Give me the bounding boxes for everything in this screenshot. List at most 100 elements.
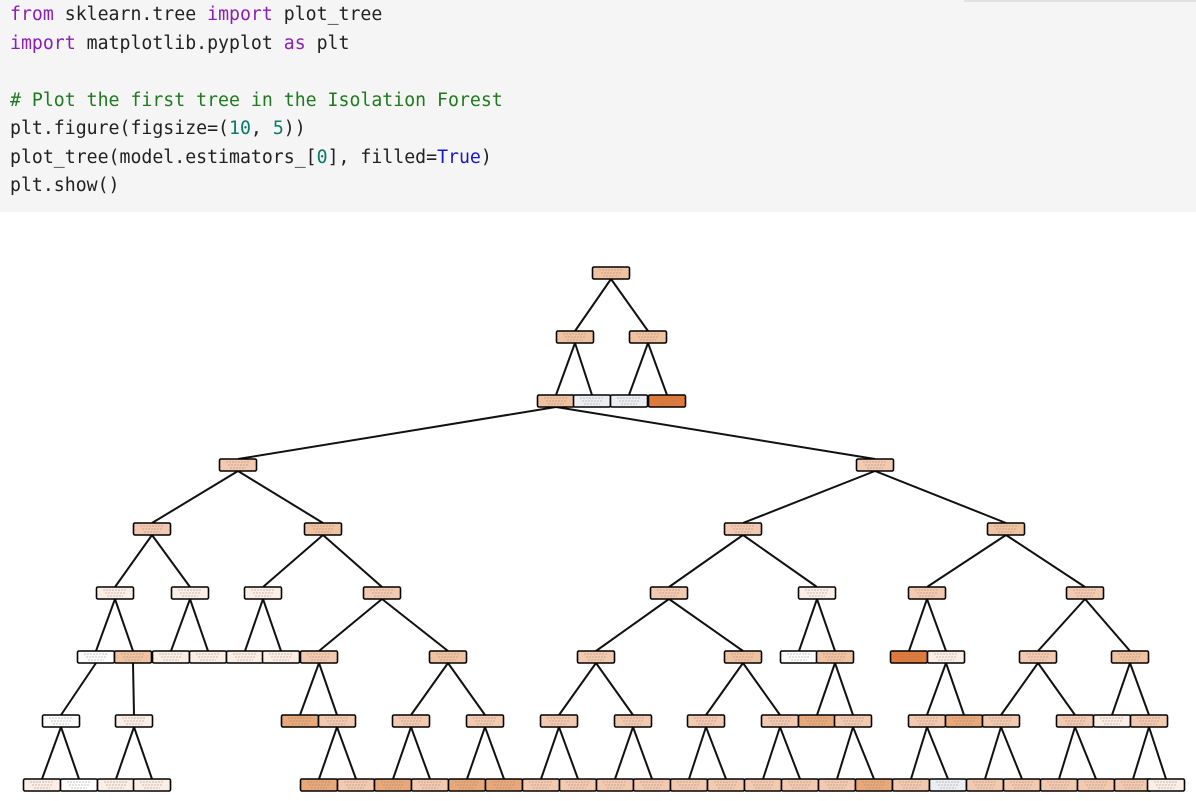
tree-edge [41, 726, 62, 780]
tree-leaf-node [336, 778, 376, 792]
tree-node [649, 586, 689, 600]
tree-leaf-node [59, 778, 99, 792]
tree-node [536, 394, 576, 408]
tree-node [944, 714, 984, 728]
tree-edge [926, 534, 1007, 588]
code-line-1: from sklearn.tree import plot_tree [10, 4, 382, 25]
tree-edge [392, 726, 412, 780]
tree-edge [762, 726, 781, 780]
code-cell[interactable]: from sklearn.tree import plot_tree impor… [0, 0, 1196, 212]
tree-node [760, 714, 800, 728]
tree-node [723, 522, 763, 536]
tree-leaf-node [521, 778, 561, 792]
tree-node [576, 650, 616, 664]
tree-edge [151, 534, 191, 588]
tree-node [465, 714, 505, 728]
tree-node [907, 714, 947, 728]
cell-scrollbar[interactable] [964, 0, 1196, 2]
tree-node [926, 650, 966, 664]
tree-node [907, 586, 947, 600]
tree-edge [742, 662, 781, 716]
tree-leaf-node [132, 778, 172, 792]
tree-edge [742, 470, 876, 524]
tree-edge [555, 342, 576, 396]
tree-edge [705, 662, 744, 716]
code-editor[interactable]: from sklearn.tree import plot_tree impor… [10, 1, 503, 201]
tree-edge [1000, 726, 1023, 780]
tree-leaf-node [1113, 778, 1153, 792]
tree-edge [984, 726, 1002, 780]
tree-edge [1005, 534, 1086, 588]
tree-edge [1037, 662, 1076, 716]
tree-edge [447, 662, 486, 716]
tree-edge [852, 726, 875, 780]
tree-edge [834, 662, 854, 716]
keyword-as: as [283, 32, 306, 54]
tree-edge [574, 278, 612, 332]
tree-leaf-node [447, 778, 487, 792]
tree-node [225, 650, 265, 664]
tree-edge [237, 406, 557, 460]
tree-leaf-node [299, 778, 339, 792]
tree-leaf-node [965, 778, 1005, 792]
tree-edge [484, 726, 505, 780]
tree-edge [614, 726, 634, 780]
tree-node [1055, 714, 1095, 728]
tree-node [609, 394, 649, 408]
code-text: )) [283, 118, 306, 139]
tree-leaf-node [928, 778, 968, 792]
tree-node [555, 330, 595, 344]
tree-edge [816, 662, 836, 716]
number-literal: 10 [229, 118, 251, 139]
tree-edge [1148, 726, 1167, 780]
cell-output [0, 212, 1196, 801]
alias-name: plt [305, 32, 350, 54]
tree-node [986, 522, 1026, 536]
code-line-2: import matplotlib.pyplot as plt [10, 33, 349, 54]
tree-leaf-node [96, 778, 136, 792]
tree-edge [628, 342, 649, 396]
tree-leaf-node [706, 778, 746, 792]
tree-edge [410, 726, 431, 780]
tree-node [113, 650, 153, 664]
tree-edge [189, 598, 209, 652]
code-comment: # Plot the first tree in the Isolation F… [10, 89, 503, 111]
tree-edge [132, 662, 135, 716]
builtin-literal: True [437, 146, 481, 168]
tree-node [243, 586, 283, 600]
tree-leaf-node [558, 778, 598, 792]
tree-leaf-node [632, 778, 672, 792]
tree-edge [95, 598, 116, 652]
tree-node [779, 650, 819, 664]
tree-edge [945, 662, 965, 716]
tree-edge [910, 726, 928, 780]
tree-edge [244, 598, 264, 652]
tree-edge [1000, 662, 1039, 716]
tree-node [855, 458, 895, 472]
tree-node [261, 650, 301, 664]
tree-edge [237, 470, 324, 524]
tree-node [303, 522, 343, 536]
tree-node [114, 714, 154, 728]
tree-edge [816, 598, 836, 652]
tree-node [170, 586, 210, 600]
tree-edge [114, 534, 153, 588]
tree-edges [41, 278, 1167, 780]
tree-node [1018, 650, 1058, 664]
tree-leaf-node [484, 778, 524, 792]
keyword-import: import [207, 4, 273, 25]
tree-node [362, 586, 402, 600]
tree-node [1092, 714, 1132, 728]
tree-node [428, 650, 468, 664]
tree-leaf-node [854, 778, 894, 792]
tree-leaf-node [595, 778, 635, 792]
tree-leaf-node [891, 778, 931, 792]
tree-leaf-node [743, 778, 783, 792]
tree-nodes [22, 266, 1186, 792]
decision-tree-plot [22, 266, 1186, 792]
tree-edge [262, 598, 282, 652]
tree-node [539, 714, 579, 728]
code-text: , [250, 118, 273, 139]
tree-node [218, 458, 258, 472]
tree-edge [114, 598, 134, 652]
